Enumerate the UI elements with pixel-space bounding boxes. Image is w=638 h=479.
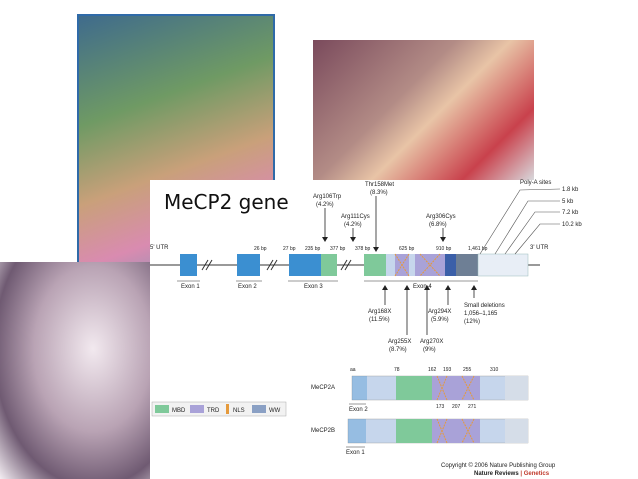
svg-text:26 bp: 26 bp bbox=[254, 246, 267, 252]
svg-text:255: 255 bbox=[463, 367, 472, 373]
copyright-text: Copyright © 2006 Nature Publishing Group bbox=[441, 462, 556, 469]
svg-text:Poly-A sites: Poly-A sites bbox=[520, 180, 551, 186]
utr5-label: 5' UTR bbox=[150, 245, 169, 251]
svg-text:Arg106Trp: Arg106Trp bbox=[313, 194, 342, 200]
svg-text:910 bp: 910 bp bbox=[436, 246, 452, 252]
isoform-b-label: MeCP2B bbox=[311, 428, 335, 434]
girl-sepia-photo bbox=[0, 262, 155, 479]
svg-text:Arg306Cys: Arg306Cys bbox=[426, 214, 456, 220]
svg-text:378 bp: 378 bp bbox=[355, 246, 371, 252]
legend-mbd: MBD bbox=[172, 408, 186, 414]
exon3-box bbox=[289, 254, 321, 276]
svg-text:235 bp: 235 bp bbox=[305, 246, 321, 252]
exon1-box bbox=[180, 254, 197, 276]
page-title: MeCP2 gene bbox=[164, 190, 289, 214]
legend-ww-swatch bbox=[252, 405, 266, 413]
legend-nls-swatch bbox=[226, 404, 229, 414]
utr3-label: 3' UTR bbox=[530, 245, 549, 251]
exon4 bbox=[364, 253, 529, 277]
svg-text:Exon 1: Exon 1 bbox=[346, 450, 365, 456]
svg-text:162: 162 bbox=[428, 367, 437, 373]
svg-text:193: 193 bbox=[443, 367, 452, 373]
svg-text:5 kb: 5 kb bbox=[562, 199, 574, 205]
svg-text:78: 78 bbox=[394, 367, 400, 373]
svg-text:(9%): (9%) bbox=[423, 347, 436, 353]
svg-text:(6.8%): (6.8%) bbox=[429, 222, 447, 228]
svg-text:310: 310 bbox=[490, 367, 499, 373]
journal-name: Nature Reviews | Genetics bbox=[474, 471, 550, 477]
svg-text:27 bp: 27 bp bbox=[283, 246, 296, 252]
svg-text:Arg111Cys: Arg111Cys bbox=[341, 214, 370, 220]
svg-text:(8.7%): (8.7%) bbox=[389, 347, 407, 353]
mutations-above: Arg106Trp (4.2%) Arg111Cys (4.2%) Thr158… bbox=[313, 182, 456, 252]
isoform-a-label: MeCP2A bbox=[311, 385, 335, 391]
svg-text:7.2 kb: 7.2 kb bbox=[562, 210, 579, 216]
svg-text:(5.9%): (5.9%) bbox=[431, 317, 449, 323]
bp-labels: 26 bp 27 bp 235 bp 377 bp 378 bp 625 bp … bbox=[254, 246, 488, 252]
svg-text:271: 271 bbox=[468, 404, 477, 410]
svg-text:(12%): (12%) bbox=[464, 319, 480, 325]
svg-text:Exon 2: Exon 2 bbox=[349, 407, 368, 413]
svg-text:Small deletions: Small deletions bbox=[464, 303, 505, 309]
legend-trd: TRD bbox=[207, 408, 220, 414]
svg-text:Thr158Met: Thr158Met bbox=[365, 182, 394, 188]
svg-text:1,056–1,165: 1,056–1,165 bbox=[464, 311, 498, 317]
legend-mbd-swatch bbox=[155, 405, 169, 413]
svg-text:625 bp: 625 bp bbox=[399, 246, 415, 252]
exon2-label: Exon 2 bbox=[238, 284, 257, 290]
svg-text:Arg270X: Arg270X bbox=[420, 339, 443, 345]
svg-text:(4.2%): (4.2%) bbox=[344, 222, 362, 228]
svg-text:173: 173 bbox=[436, 404, 445, 410]
svg-text:Arg255X: Arg255X bbox=[388, 339, 411, 345]
mutations-below: Arg168X (11.5%) Arg294X (5.9%) Small del… bbox=[368, 285, 505, 353]
svg-text:377 bp: 377 bp bbox=[330, 246, 346, 252]
svg-text:1.8 kb: 1.8 kb bbox=[562, 187, 579, 193]
exon1-label: Exon 1 bbox=[181, 284, 200, 290]
exon2-box bbox=[237, 254, 260, 276]
protein-diagram: aa 78 162 193 255 310 MeCP2A 173 207 271… bbox=[311, 367, 529, 456]
svg-text:10.2 kb: 10.2 kb bbox=[562, 222, 582, 228]
svg-text:Arg168X: Arg168X bbox=[368, 309, 391, 315]
legend-ww: WW bbox=[269, 408, 281, 414]
polya-sites: Poly-A sites 1.8 kb 5 kb 7.2 kb 10.2 kb bbox=[479, 180, 582, 255]
exon4-label: Exon 4 bbox=[413, 284, 432, 290]
svg-text:aa: aa bbox=[350, 367, 356, 373]
svg-text:(4.2%): (4.2%) bbox=[316, 202, 334, 208]
break-marks bbox=[201, 259, 352, 271]
svg-text:Arg294X: Arg294X bbox=[428, 309, 451, 315]
legend-trd-swatch bbox=[190, 405, 204, 413]
exon3-mbd bbox=[321, 254, 337, 276]
exon3-label: Exon 3 bbox=[304, 284, 323, 290]
girl-bed-photo bbox=[313, 40, 534, 180]
svg-text:207: 207 bbox=[452, 404, 461, 410]
legend-nls: NLS bbox=[233, 408, 245, 414]
svg-text:(11.5%): (11.5%) bbox=[369, 317, 390, 323]
exon-labels: Exon 1 Exon 2 Exon 3 Exon 4 bbox=[177, 280, 478, 290]
svg-text:1,461 bp: 1,461 bp bbox=[468, 246, 488, 252]
svg-text:(8.3%): (8.3%) bbox=[370, 190, 388, 196]
legend: MBD TRD NLS WW bbox=[151, 401, 287, 417]
